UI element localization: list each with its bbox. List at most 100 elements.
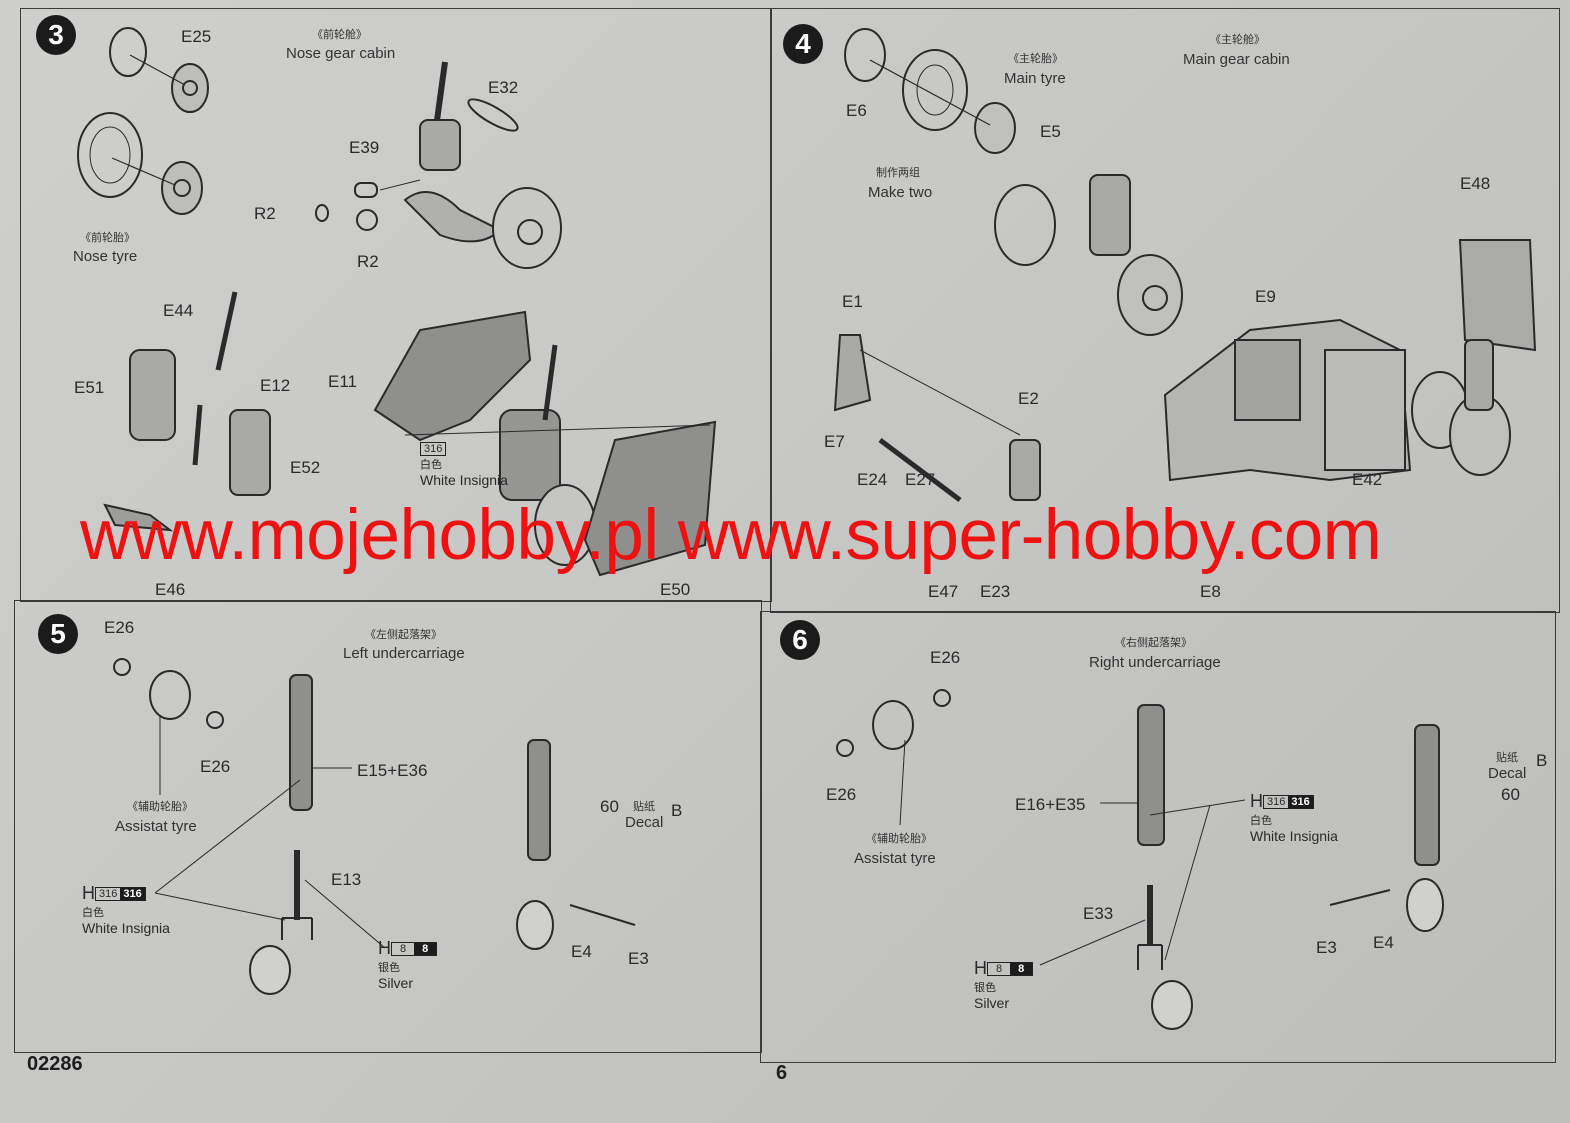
decal-sheet: B (671, 801, 683, 820)
right-undercarriage-cn: 《右侧起落架》 (1115, 637, 1192, 649)
part-e4: E4 (1373, 933, 1394, 952)
part-e13: E13 (331, 870, 362, 889)
part-e12: E12 (260, 376, 291, 395)
part-e2: E2 (1018, 389, 1039, 408)
paint-prefix: H (1250, 791, 1263, 811)
paint-code: 316 (120, 887, 145, 900)
main-gear-bay (833, 239, 1537, 502)
part-e9: E9 (1255, 287, 1276, 306)
part-e33: E33 (1083, 904, 1114, 923)
part-e46: E46 (155, 580, 186, 599)
assist-tyre-label: Assistat tyre (854, 850, 936, 867)
decal-cn: 贴纸 (633, 801, 655, 813)
part-e8: E8 (1200, 582, 1221, 601)
paint-cn: 银色 (974, 982, 996, 994)
part-e47: E47 (928, 582, 959, 601)
part-e6: E6 (846, 101, 867, 120)
paint-name: White Insignia (420, 471, 508, 488)
paint-cn: 白色 (82, 907, 104, 919)
part-e32: E32 (488, 78, 519, 97)
part-e1: E1 (842, 292, 863, 311)
part-e7: E7 (824, 432, 845, 451)
paint-cn: 白色 (1250, 815, 1272, 827)
part-e3: E3 (1316, 938, 1337, 957)
paint-code: 316 (99, 887, 118, 900)
kit-number: 02286 (27, 1053, 83, 1075)
part-e11: E11 (328, 372, 357, 391)
assist-tyre-cn: 《辅助轮胎》 (866, 833, 932, 845)
main-gear-cabin-label: Main gear cabin (1183, 51, 1290, 68)
nose-wheel-parts (77, 27, 209, 215)
paint-code: 8 (414, 942, 437, 955)
part-e27: E27 (905, 470, 936, 489)
nose-tyre-cn: 《前轮胎》 (80, 232, 135, 244)
paint-code: 316 (1267, 795, 1286, 808)
part-e23: E23 (980, 582, 1011, 601)
nose-gear-cabin-cn: 《前轮舱》 (312, 29, 367, 41)
left-undercarriage-label: Left undercarriage (343, 645, 465, 662)
paint-code: 8 (1010, 962, 1033, 975)
part-e48: E48 (1460, 174, 1491, 193)
paint-name: White Insignia (1250, 828, 1338, 844)
paint-callout-white: 316 白色 White Insignia (420, 440, 508, 488)
part-e26: E26 (104, 618, 135, 637)
assist-tyre-label: Assistat tyre (115, 818, 197, 835)
left-undercarriage-cn: 《左侧起落架》 (365, 629, 442, 641)
right-undercarriage (836, 689, 1444, 1030)
part-e39: E39 (349, 138, 380, 157)
part-r2: R2 (254, 204, 276, 223)
left-undercarriage (113, 658, 636, 995)
nose-gear-cabin-label: Nose gear cabin (286, 45, 396, 62)
paint-code: 316 (1288, 795, 1313, 808)
paint-name: White Insignia (82, 920, 170, 936)
part-e5: E5 (1040, 122, 1061, 141)
step-4-panel (770, 8, 1560, 613)
gear-bay-parts (103, 291, 717, 577)
part-e3: E3 (628, 949, 649, 968)
assist-tyre-cn: 《辅助轮胎》 (127, 801, 193, 813)
part-e15-e36: E15+E36 (357, 761, 428, 780)
make-two-cn: 制作两组 (876, 167, 920, 179)
part-e26: E26 (826, 785, 857, 804)
main-gear-cabin-cn: 《主轮舱》 (1210, 34, 1265, 46)
step-6-panel (760, 611, 1556, 1063)
part-e50: E50 (660, 580, 691, 599)
nose-gear-strut (315, 61, 562, 269)
part-e51: E51 (74, 378, 105, 397)
part-e26: E26 (200, 757, 231, 776)
main-tyre-label: Main tyre (1004, 70, 1066, 87)
step-5-number: 5 (38, 614, 78, 654)
make-two-label: Make two (868, 184, 933, 201)
decal-number: 60 (1501, 785, 1520, 804)
part-e16-e35: E16+E35 (1015, 795, 1086, 814)
part-e26: E26 (930, 648, 961, 667)
paint-code: 8 (400, 942, 407, 955)
step-4-number: 4 (783, 24, 823, 64)
paint-cn: 银色 (378, 962, 400, 974)
step-3-number: 3 (36, 15, 76, 55)
paint-prefix: H (82, 883, 95, 903)
decal-sheet: B (1536, 751, 1548, 770)
paint-prefix: H (378, 938, 391, 958)
nose-tyre-label: Nose tyre (73, 248, 138, 265)
paint-name: Silver (378, 975, 414, 991)
part-e24: E24 (857, 470, 888, 489)
part-e4: E4 (571, 942, 592, 961)
part-r2: R2 (357, 252, 379, 271)
page-number: 6 (776, 1062, 788, 1084)
paint-cn: 白色 (420, 458, 442, 471)
decal-number: 60 (600, 797, 619, 816)
part-e44: E44 (163, 301, 194, 320)
paint-prefix: H (974, 958, 987, 978)
paint-name: Silver (974, 995, 1010, 1011)
decal-label: Decal (1488, 765, 1527, 782)
watermark: www.mojehobby.pl www.super-hobby.com (80, 496, 1382, 575)
paint-code: 8 (996, 962, 1003, 975)
main-wheel-parts (844, 28, 1183, 336)
main-tyre-cn: 《主轮胎》 (1008, 53, 1063, 65)
